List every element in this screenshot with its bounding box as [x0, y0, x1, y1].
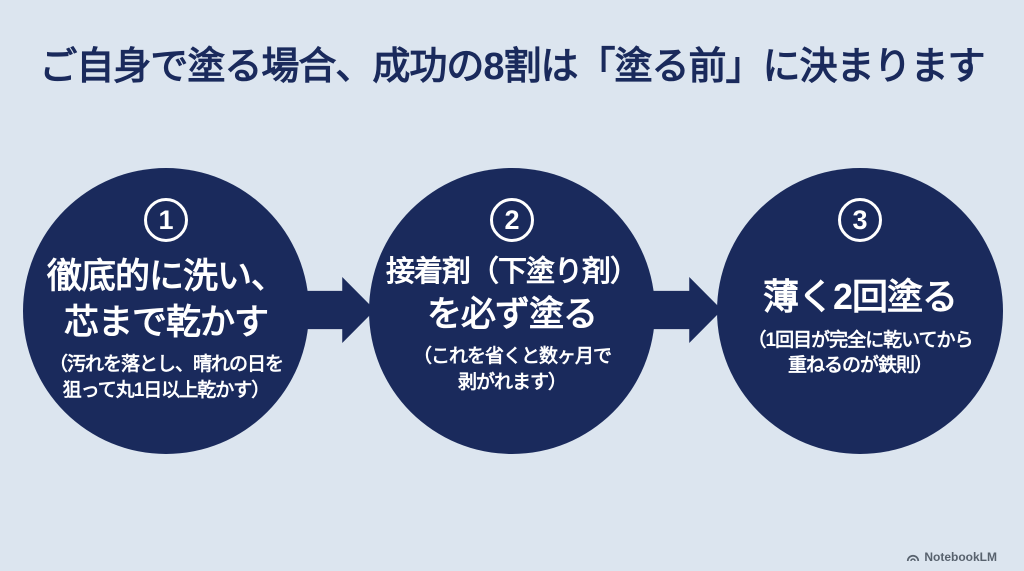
watermark: NotebookLM: [906, 550, 997, 564]
step-circle-3: 3 薄く2回塗る （1回目が完全に乾いてから 重ねるのが鉄則）: [717, 168, 1003, 454]
step-circle-1: 1 徹底的に洗い、 芯まで乾かす （汚れを落とし、晴れの日を 狙って丸1日以上乾…: [23, 168, 309, 454]
step-circle-2: 2 接着剤（下塗り剤） を必ず塗る （これを省くと数ヶ月で 剥がれます）: [369, 168, 655, 454]
step-note-text: （汚れを落とし、晴れの日を 狙って丸1日以上乾かす）: [48, 352, 284, 403]
step-number: 1: [158, 204, 174, 235]
step-main-line: 芯まで乾かす: [63, 302, 269, 342]
step-note-line: （1回目が完全に乾いてから: [747, 329, 974, 351]
page-title: ご自身で塗る場合、成功の8割は「塗る前」に決まります: [39, 46, 985, 88]
step-number-badge-3: 3: [838, 198, 882, 242]
step-main-text: 徹底的に洗い、 芯まで乾かす: [46, 254, 286, 345]
watermark-label: NotebookLM: [924, 550, 997, 564]
step-note-text: （これを省くと数ヶ月で 剥がれます）: [412, 344, 612, 395]
flow-arrow-right-icon: [644, 277, 722, 343]
step-number-badge-2: 2: [490, 198, 534, 242]
step-number-badge-1: 1: [144, 198, 188, 242]
step-main-line: 接着剤（下塗り剤）: [385, 256, 639, 288]
step-note-line: 剥がれます）: [457, 371, 567, 393]
step-note-line: 狙って丸1日以上乾かす）: [62, 379, 271, 401]
step-main-line: を必ず塗る: [426, 294, 598, 334]
step-note-line: （これを省くと数ヶ月で: [412, 346, 612, 368]
step-main-line: 薄く2回塗る: [762, 276, 958, 317]
step-main-text: 薄く2回塗る: [762, 274, 958, 321]
step-main-line: 徹底的に洗い、: [46, 257, 286, 296]
step-main-text: 接着剤（下塗り剤） を必ず塗る: [385, 254, 639, 337]
notebooklm-logo-icon: [906, 552, 920, 563]
step-number: 3: [852, 204, 868, 235]
step-number: 2: [504, 204, 520, 235]
step-note-line: （汚れを落とし、晴れの日を: [48, 354, 284, 375]
step-note-text: （1回目が完全に乾いてから 重ねるのが鉄則）: [747, 328, 974, 379]
step-note-line: 重ねるのが鉄則）: [787, 355, 933, 377]
